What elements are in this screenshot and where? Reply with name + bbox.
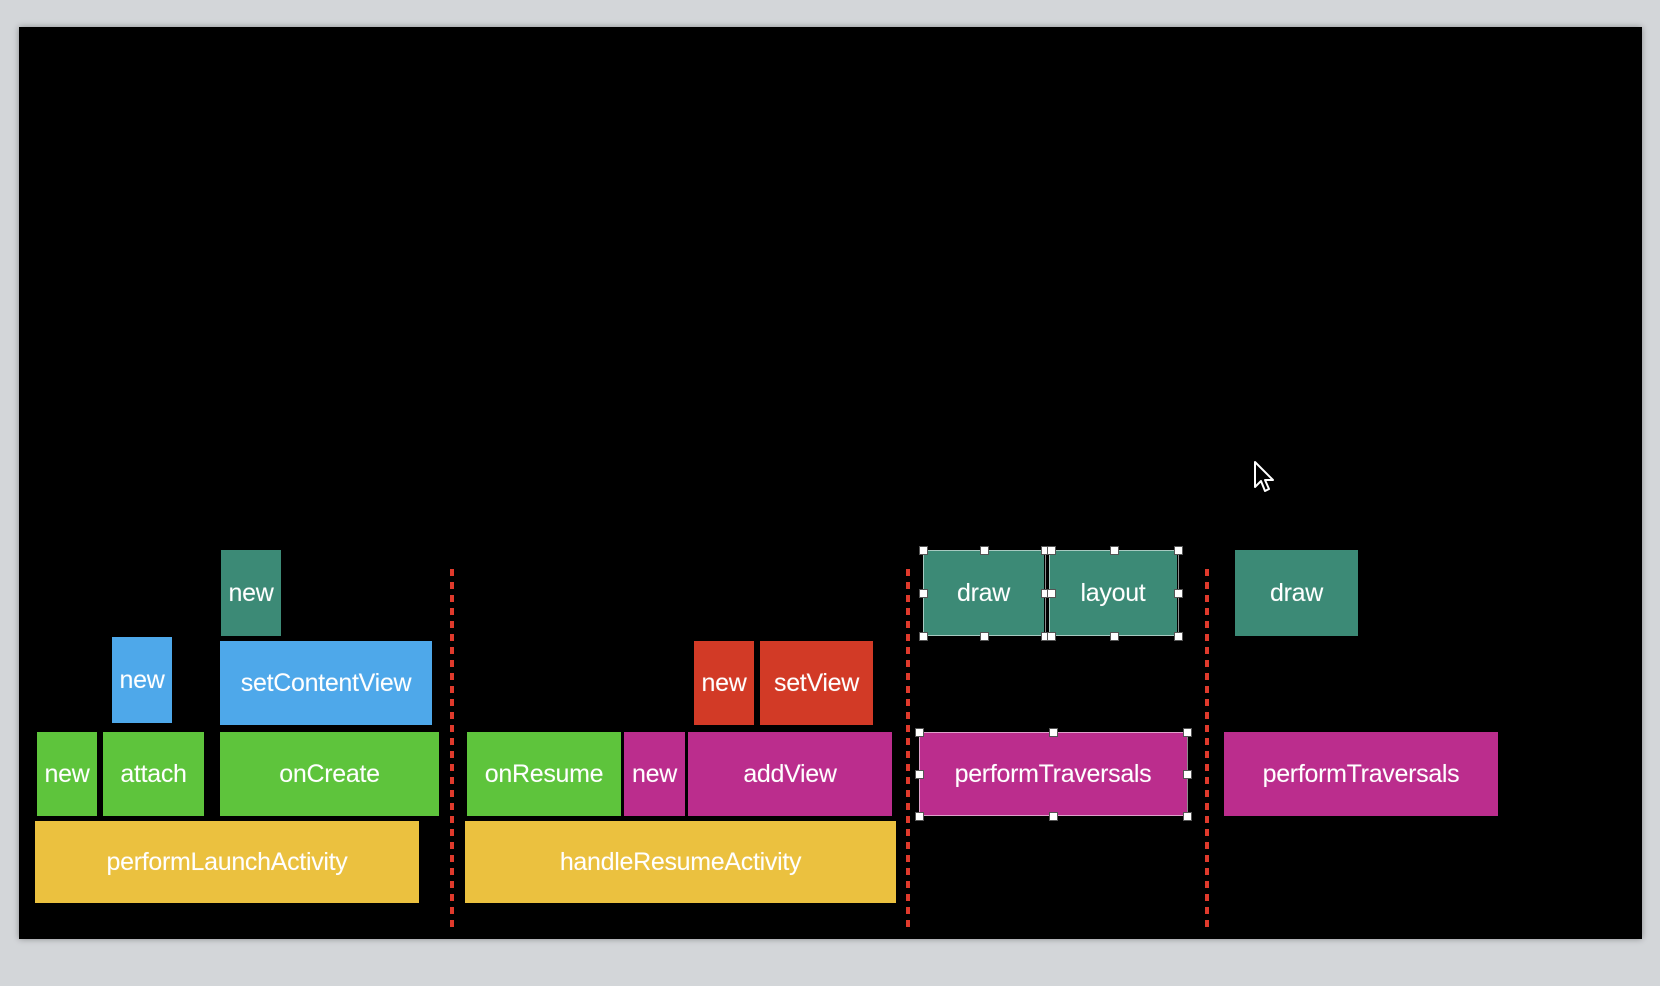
selection-handle[interactable] [980,632,989,641]
block-set-content-view: setContentView [220,641,432,725]
block-attach: attach [103,732,204,816]
selection-handle[interactable] [915,728,924,737]
block-decor-new: new [221,550,281,636]
phase-divider-1 [450,569,454,927]
block-measure[interactable]: draw [923,550,1044,636]
block-layout[interactable]: layout [1049,550,1177,636]
block-handle-resume-activity: handleResumeActivity [465,821,896,903]
block-on-create: onCreate [220,732,439,816]
block-launch-new: new [37,732,97,816]
selection-handle[interactable] [1047,546,1056,555]
selection-handle[interactable] [1174,632,1183,641]
selection-handle[interactable] [919,632,928,641]
selection-handle[interactable] [1047,589,1056,598]
selection-handle[interactable] [1110,546,1119,555]
selection-handle[interactable] [919,589,928,598]
block-perform-launch-activity: performLaunchActivity [35,821,419,903]
selection-handle[interactable] [915,812,924,821]
selection-handle[interactable] [1183,812,1192,821]
block-window-new: new [112,637,172,723]
block-resume-new: new [624,732,685,816]
selection-handle[interactable] [915,770,924,779]
block-viewroot-new: new [694,641,754,725]
mouse-pointer-icon [1254,461,1274,492]
selection-handle[interactable] [980,546,989,555]
block-set-view: setView [760,641,873,725]
block-on-resume: onResume [467,732,621,816]
phase-divider-2 [906,569,910,927]
selection-handle[interactable] [1183,728,1192,737]
selection-handle[interactable] [1049,728,1058,737]
selection-handle[interactable] [919,546,928,555]
block-perform-traversals-2: performTraversals [1224,732,1498,816]
selection-handle[interactable] [1174,589,1183,598]
block-draw: draw [1235,550,1358,636]
selection-handle[interactable] [1183,770,1192,779]
selection-handle[interactable] [1174,546,1183,555]
selection-handle[interactable] [1049,812,1058,821]
selection-handle[interactable] [1047,632,1056,641]
phase-divider-3 [1205,569,1209,927]
selection-handle[interactable] [1110,632,1119,641]
block-add-view: addView [688,732,892,816]
presentation-slide: performLaunchActivity new attach onCreat… [19,27,1642,939]
block-perform-traversals-1[interactable]: performTraversals [919,732,1187,816]
